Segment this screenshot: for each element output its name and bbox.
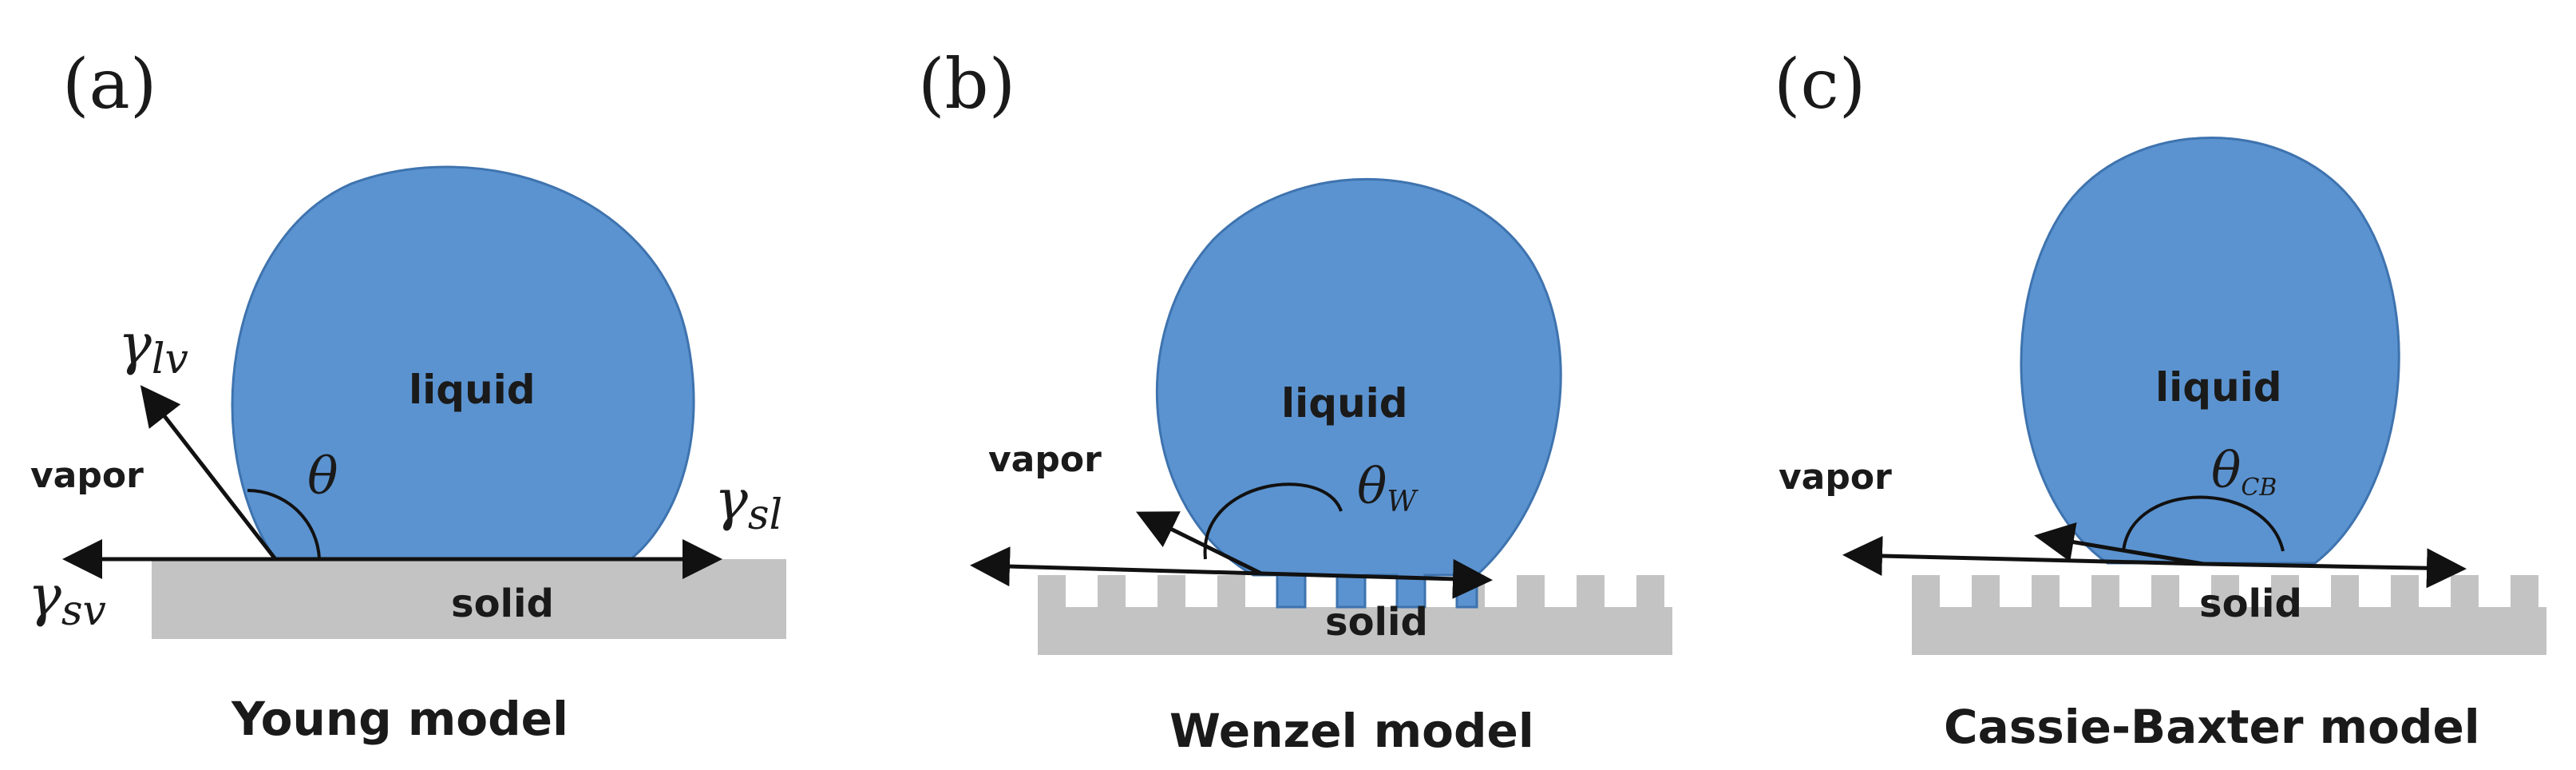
vapor-label-b: vapor [988, 439, 1102, 480]
gamma-lv-label: γlv [118, 312, 188, 383]
gamma-lv-arrow [140, 385, 277, 561]
theta-cb-label: θCB [2211, 441, 2277, 502]
contact-angle-arc-c [2122, 495, 2285, 552]
tangent-arrow-c [2034, 522, 2204, 566]
liquid-label-a: liquid [409, 367, 536, 413]
solid-substrate-a [152, 559, 786, 639]
caption-wenzel: Wenzel model [1169, 704, 1534, 758]
caption-young: Young model [231, 692, 568, 746]
gamma-sv-label: γsv [28, 563, 106, 635]
theta-w-label: θW [1357, 457, 1419, 518]
panel-letter-c: (c) [1774, 45, 1866, 125]
caption-cassie-baxter: Cassie-Baxter model [1944, 700, 2480, 754]
solid-label-a: solid [451, 581, 554, 626]
liquid-droplet-c [2020, 137, 2400, 565]
baseline-arrow-left-b [970, 546, 1262, 587]
contact-angle-arc-a [247, 488, 321, 560]
solid-substrate-c [1912, 575, 2546, 655]
baseline-arrow-right-c [2202, 548, 2467, 589]
contact-angle-arc-b [1203, 482, 1343, 560]
vapor-label-a: vapor [30, 455, 144, 496]
panel-letter-a: (a) [62, 45, 156, 125]
tangent-arrow-b [1136, 511, 1263, 576]
liquid-droplet-a [231, 165, 695, 561]
baseline-arrow-left-c [1842, 536, 2204, 576]
liquid-label-b: liquid [1281, 380, 1408, 427]
baseline-arrow-right-b [1260, 558, 1493, 599]
liquid-label-c: liquid [2155, 364, 2282, 411]
panel-cassie-baxter: (c) liquid vapor solid θCB Cassie-Baxter… [1774, 45, 2546, 754]
solid-label-b: solid [1325, 600, 1428, 645]
panel-wenzel: (b) liquid vapor solid θW Wenzel model [918, 45, 1672, 758]
gamma-sl-label: γsl [714, 467, 782, 539]
theta-label-a: θ [307, 447, 338, 506]
panel-young: (a) liquid vapor solid θ γlv γsl γsv You… [28, 45, 786, 746]
panel-letter-b: (b) [918, 45, 1015, 125]
solid-substrate-b [1038, 575, 1672, 655]
solid-label-c: solid [2199, 581, 2302, 626]
liquid-droplet-b [1155, 178, 1562, 609]
vapor-label-c: vapor [1779, 457, 1892, 498]
